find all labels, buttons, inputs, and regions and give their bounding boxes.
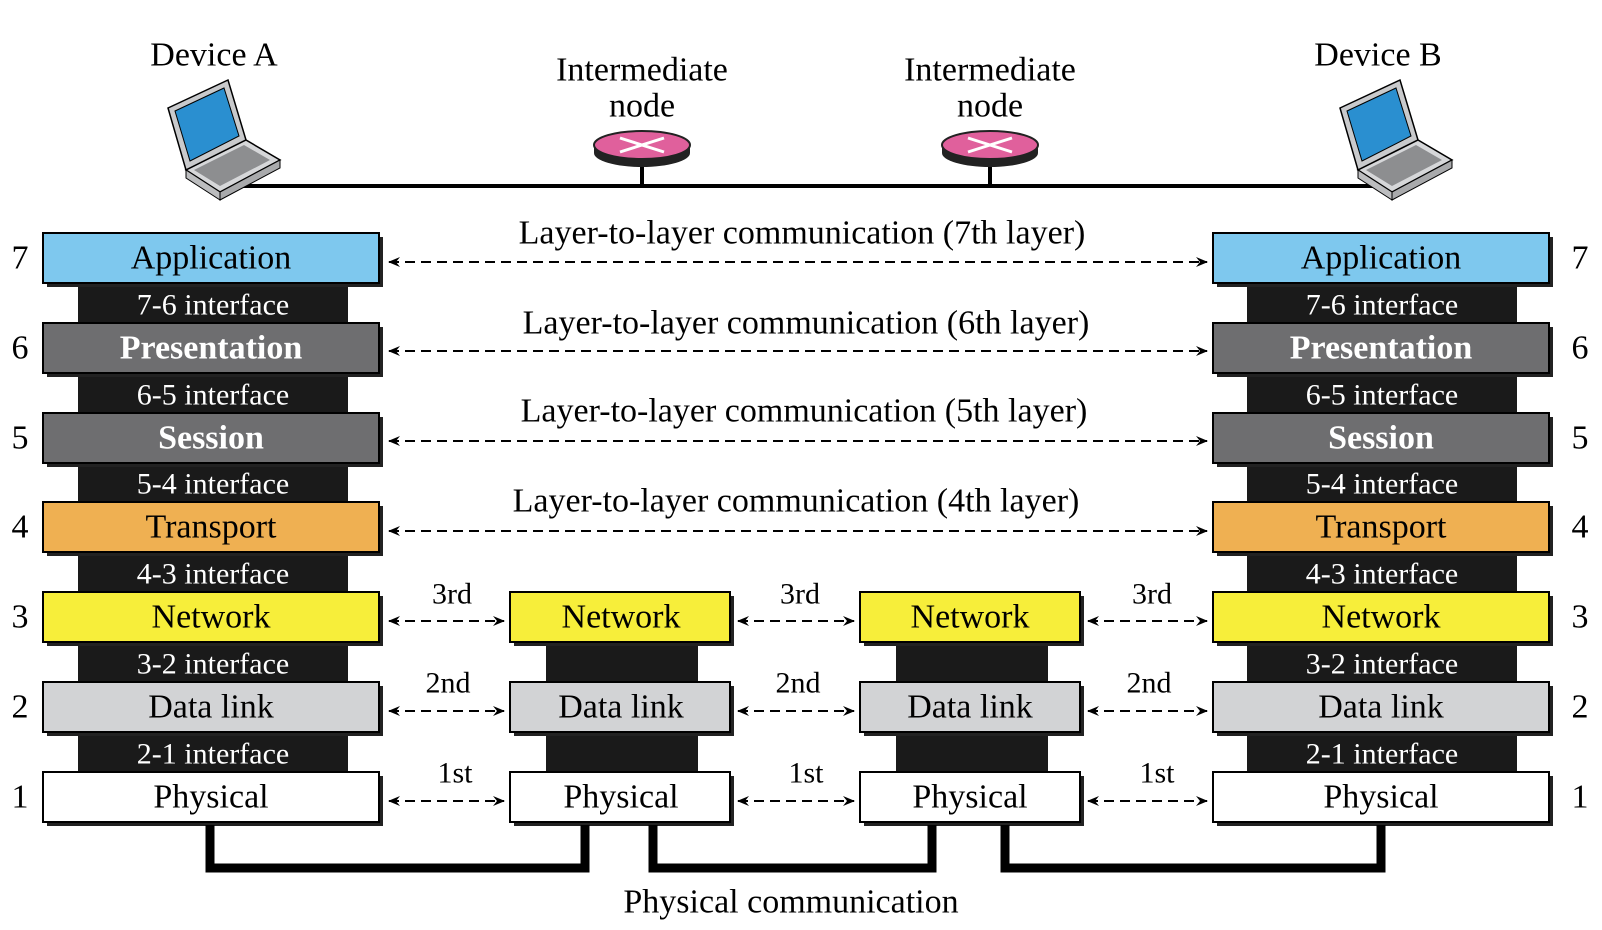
laptop-icon (167, 79, 281, 201)
layer-label: Application (1301, 240, 1462, 277)
layer-label: Transport (1316, 509, 1448, 546)
layer-label: Network (152, 599, 271, 636)
ordinal-label: 2nd (426, 667, 471, 700)
ordinal-label: 1st (1139, 757, 1175, 790)
layer-number: 2 (12, 689, 29, 726)
physical-communication-label: Physical communication (623, 884, 958, 921)
layer-label: Data link (1318, 689, 1444, 726)
layer-label: Application (131, 240, 292, 277)
layer-label: Data link (907, 689, 1033, 726)
comm-label: Layer-to-layer communication (5th layer) (521, 393, 1088, 430)
network-layer (859, 591, 1081, 643)
node2-stack: Network Data link Physical (859, 591, 1084, 826)
node1-stack: Network Data link Physical (509, 591, 734, 826)
layer-label: Physical (912, 779, 1027, 816)
comm-label: Layer-to-layer communication (6th layer) (523, 305, 1090, 342)
node2-label-line1: Intermediate (904, 52, 1076, 89)
physical-layer (1212, 771, 1550, 823)
layer-number: 4 (1572, 509, 1589, 546)
router-icon (592, 129, 692, 169)
layer-number: 4 (12, 509, 29, 546)
ordinal-label: 1st (437, 757, 473, 790)
layer-label: Data link (558, 689, 684, 726)
application-layer (1212, 232, 1550, 284)
network-layer (42, 591, 380, 643)
layer-label: Network (562, 599, 681, 636)
layer-label: Physical (1323, 779, 1438, 816)
layer-label: Presentation (1290, 330, 1473, 367)
ordinal-label: 3rd (1132, 578, 1172, 611)
interface-label: 7-6 interface (137, 289, 289, 322)
layer-label: Data link (148, 689, 274, 726)
datalink-layer (859, 681, 1081, 733)
layer-number: 6 (12, 330, 29, 367)
layer-number: 6 (1572, 330, 1589, 367)
node1-label-line1: Intermediate (556, 52, 728, 89)
layer-number: 3 (12, 599, 29, 636)
interface-label: 6-5 interface (1306, 379, 1458, 412)
interface-label: 5-4 interface (1306, 468, 1458, 501)
transport-layer (1212, 501, 1550, 553)
physical-layer (509, 771, 731, 823)
ordinal-label: 1st (788, 757, 824, 790)
datalink-layer (1212, 681, 1550, 733)
layer-label: Transport (146, 509, 278, 546)
datalink-layer (42, 681, 380, 733)
physical-layer (859, 771, 1081, 823)
layer-label: Session (158, 420, 264, 457)
application-layer (42, 232, 380, 284)
device-a-label: Device A (150, 37, 278, 74)
device-a-stack: Application Presentation Session Transpo… (12, 232, 383, 826)
interface-label: 3-2 interface (1306, 648, 1458, 681)
ordinal-label: 3rd (432, 578, 472, 611)
ordinal-label: 3rd (780, 578, 820, 611)
layer-number: 7 (12, 240, 29, 277)
comm-label: Layer-to-layer communication (4th layer) (513, 483, 1080, 520)
ordinal-label: 2nd (776, 667, 821, 700)
upper-layer-communication: Layer-to-layer communication (7th layer)… (388, 215, 1208, 536)
session-layer (42, 412, 380, 464)
device-b-label: Device B (1314, 37, 1441, 74)
layer-number: 7 (1572, 240, 1589, 277)
presentation-layer (42, 322, 380, 374)
interface-label: 2-1 interface (1306, 738, 1458, 771)
interface-label: 4-3 interface (137, 558, 289, 591)
interface-label: 7-6 interface (1306, 289, 1458, 322)
layer-number: 5 (12, 420, 29, 457)
transport-layer (42, 501, 380, 553)
interface-label: 6-5 interface (137, 379, 289, 412)
physical-wiring (205, 825, 1386, 873)
node1-label-line2: node (609, 88, 675, 125)
layer-number: 3 (1572, 599, 1589, 636)
hop-communication: 3rd 3rd 3rd 2nd 2nd 2nd 1st 1st 1st (388, 578, 1208, 806)
interface-label: 5-4 interface (137, 468, 289, 501)
interface-label: 2-1 interface (137, 738, 289, 771)
layer-number: 1 (12, 779, 29, 816)
layer-label: Network (911, 599, 1030, 636)
device-b-stack: Application Presentation Session Transpo… (1212, 232, 1589, 826)
layer-label: Network (1322, 599, 1441, 636)
node2-label-line2: node (957, 88, 1023, 125)
ordinal-label: 2nd (1127, 667, 1172, 700)
network-layer (1212, 591, 1550, 643)
laptop-icon (1339, 79, 1453, 201)
layer-number: 1 (1572, 779, 1589, 816)
layer-label: Presentation (120, 330, 303, 367)
session-layer (1212, 412, 1550, 464)
comm-label: Layer-to-layer communication (7th layer) (519, 215, 1086, 252)
interface-label: 3-2 interface (137, 648, 289, 681)
router-icon (940, 129, 1040, 169)
layer-number: 5 (1572, 420, 1589, 457)
interface-label: 4-3 interface (1306, 558, 1458, 591)
top-network: Device A Device B Intermediate node Inte… (150, 37, 1453, 201)
layer-label: Session (1328, 420, 1434, 457)
physical-layer (42, 771, 380, 823)
layer-number: 2 (1572, 689, 1589, 726)
network-layer (509, 591, 731, 643)
datalink-layer (509, 681, 731, 733)
layer-label: Physical (563, 779, 678, 816)
layer-label: Physical (153, 779, 268, 816)
presentation-layer (1212, 322, 1550, 374)
